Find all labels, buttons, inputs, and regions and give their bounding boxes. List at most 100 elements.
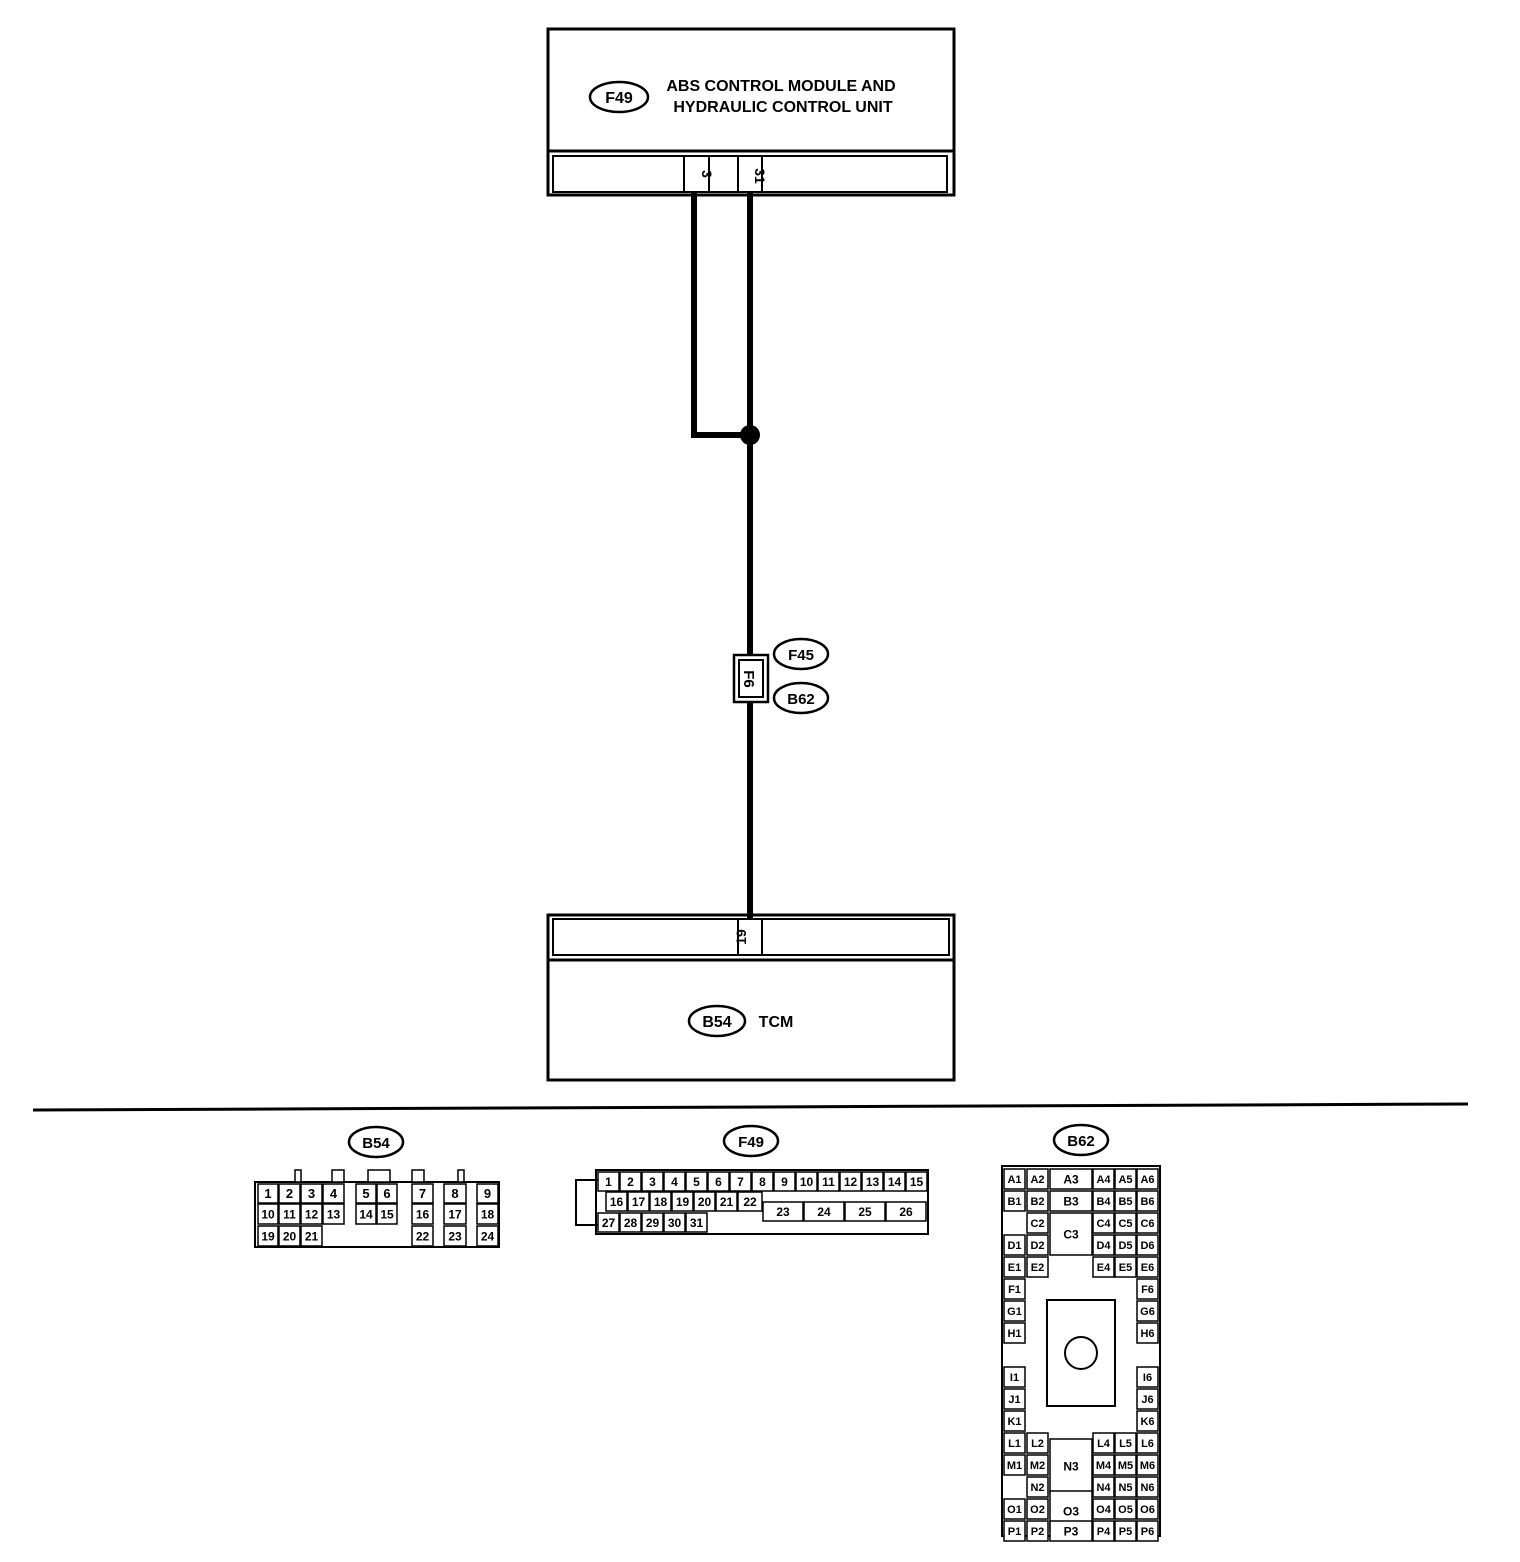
b54-pin-24-label: 24 <box>481 1229 495 1243</box>
b62-pin-A2: A2 <box>1026 1168 1049 1190</box>
b54-pin-22: 22 <box>411 1225 434 1247</box>
b62-pin-J1: J1 <box>1003 1388 1026 1410</box>
f49-pin-10-label: 10 <box>800 1175 814 1189</box>
b62-pin-B6: B6 <box>1136 1190 1159 1212</box>
b62-pin-A4: A4 <box>1092 1168 1115 1190</box>
b62-pin-O1-label: O1 <box>1007 1504 1022 1516</box>
f49-pin-31-label: 31 <box>690 1216 704 1230</box>
b54-pin-11: 11 <box>278 1203 301 1225</box>
b62-pin-M6: M6 <box>1136 1454 1159 1476</box>
b62-pin-A6: A6 <box>1136 1168 1159 1190</box>
b54-pin-8: 8 <box>443 1183 467 1204</box>
f49-pin-2-label: 2 <box>627 1175 634 1189</box>
b62-pin-N3-label: N3 <box>1063 1459 1079 1473</box>
b62-pin-L4: L4 <box>1092 1432 1115 1454</box>
b62-pin-C4-label: C4 <box>1096 1218 1111 1230</box>
b62-pin-I1-label: I1 <box>1010 1372 1019 1384</box>
b62-pin-A3-label: A3 <box>1063 1172 1079 1186</box>
b62-pin-G1-label: G1 <box>1007 1306 1022 1318</box>
b62-pin-N5: N5 <box>1114 1476 1137 1498</box>
f49-pin-14-label: 14 <box>888 1175 902 1189</box>
b62-pin-E2: E2 <box>1026 1256 1049 1278</box>
b62-pin-M4-label: M4 <box>1096 1460 1112 1472</box>
b62-pin-D5: D5 <box>1114 1234 1137 1256</box>
tcm-module: 19 B54 TCM <box>546 913 956 1082</box>
f49-pin-10: 10 <box>795 1171 818 1192</box>
b62-pin-E6: E6 <box>1136 1256 1159 1278</box>
b62-pin-C5-label: C5 <box>1118 1218 1132 1230</box>
f49-pin-4-label: 4 <box>671 1175 678 1189</box>
b62-pin-H1: H1 <box>1003 1322 1026 1344</box>
abs-pin-31-label: 31 <box>752 168 768 184</box>
b62-pin-D2-label: D2 <box>1030 1240 1044 1252</box>
f49-pin-25-label: 25 <box>858 1205 872 1219</box>
b62-pin-P2-label: P2 <box>1031 1526 1044 1538</box>
b62-pin-L2: L2 <box>1026 1432 1049 1454</box>
b62-pin-O6-label: O6 <box>1140 1504 1155 1516</box>
b62-pin-G6: G6 <box>1136 1300 1159 1322</box>
b54-pin-4: 4 <box>322 1183 345 1204</box>
wire-harness <box>691 193 760 918</box>
b62-pin-C3: C3 <box>1049 1212 1093 1256</box>
connector-f49-code: F49 <box>738 1134 764 1151</box>
b62-pin-K1-label: K1 <box>1007 1416 1021 1428</box>
b62-pin-C5: C5 <box>1114 1212 1137 1234</box>
b62-pin-L2-label: L2 <box>1031 1438 1044 1450</box>
b62-pin-L4-label: L4 <box>1097 1438 1111 1450</box>
b62-pin-D1-label: D1 <box>1007 1240 1021 1252</box>
b62-pin-F1: F1 <box>1003 1278 1026 1300</box>
f49-pin-19: 19 <box>671 1191 694 1212</box>
connector-b62-pin-grid: A1B1D1E1F1G1H1I1J1K1L1M1O1P1A2B2C2D2E2L2… <box>1001 1165 1161 1542</box>
b62-pin-B6-label: B6 <box>1140 1196 1154 1208</box>
b62-pin-B1-label: B1 <box>1007 1196 1021 1208</box>
b62-pin-P3-label: P3 <box>1064 1524 1079 1538</box>
f49-pin-25: 25 <box>844 1201 886 1222</box>
b62-pin-E1-label: E1 <box>1008 1262 1021 1274</box>
b54-pin-15-label: 15 <box>380 1207 394 1221</box>
b62-pin-M1-label: M1 <box>1007 1460 1022 1472</box>
b54-pin-24: 24 <box>476 1225 499 1247</box>
b62-pin-D2: D2 <box>1026 1234 1049 1256</box>
f49-pin-16: 16 <box>605 1191 628 1212</box>
b62-pin-N2-label: N2 <box>1030 1482 1044 1494</box>
b54-pin-3: 3 <box>300 1183 323 1204</box>
tcm-code-badge <box>687 1004 747 1038</box>
f49-pin-13: 13 <box>861 1171 884 1192</box>
b62-pin-H1-label: H1 <box>1007 1328 1021 1340</box>
b62-pin-P5-label: P5 <box>1119 1526 1132 1538</box>
connector-b54-badge <box>347 1125 405 1159</box>
f49-pin-4: 4 <box>663 1171 686 1192</box>
b62-pin-L1: L1 <box>1003 1432 1026 1454</box>
b62-pin-I6: I6 <box>1136 1366 1159 1388</box>
b62-pin-N3: N3 <box>1049 1438 1093 1494</box>
wire-splice-point <box>740 425 760 445</box>
f49-pin-23: 23 <box>762 1201 804 1222</box>
b62-pin-D6-label: D6 <box>1140 1240 1154 1252</box>
f49-pin-6-label: 6 <box>715 1175 722 1189</box>
abs-pin-3-cell <box>683 155 710 193</box>
b62-pin-M1: M1 <box>1003 1454 1026 1476</box>
b62-pin-M2: M2 <box>1026 1454 1049 1476</box>
b54-pin-18-label: 18 <box>481 1207 495 1221</box>
f49-pin-20-label: 20 <box>698 1195 712 1209</box>
b54-pin-17: 17 <box>443 1203 467 1225</box>
b54-pin-6: 6 <box>376 1183 398 1204</box>
b62-pin-M5-label: M5 <box>1118 1460 1133 1472</box>
b62-pin-C2-label: C2 <box>1030 1218 1044 1230</box>
b62-pin-P6: P6 <box>1136 1520 1159 1542</box>
b62-pin-J1-label: J1 <box>1008 1394 1020 1406</box>
harness-connector-f45-b62: F6 F45 B62 <box>732 637 830 715</box>
b62-pin-M6-label: M6 <box>1140 1460 1155 1472</box>
f49-pin-22: 22 <box>737 1191 763 1212</box>
b62-pin-F1-label: F1 <box>1008 1284 1021 1296</box>
b62-pin-C2: C2 <box>1026 1212 1049 1234</box>
wire-pin-3 <box>691 193 750 438</box>
b54-pin-5-label: 5 <box>362 1186 369 1201</box>
b54-pin-4-label: 4 <box>330 1186 338 1201</box>
b54-pin-7-label: 7 <box>419 1186 426 1201</box>
b62-pin-O2: O2 <box>1026 1498 1049 1520</box>
b62-pin-O5: O5 <box>1114 1498 1137 1520</box>
f49-pin-16-label: 16 <box>610 1195 624 1209</box>
